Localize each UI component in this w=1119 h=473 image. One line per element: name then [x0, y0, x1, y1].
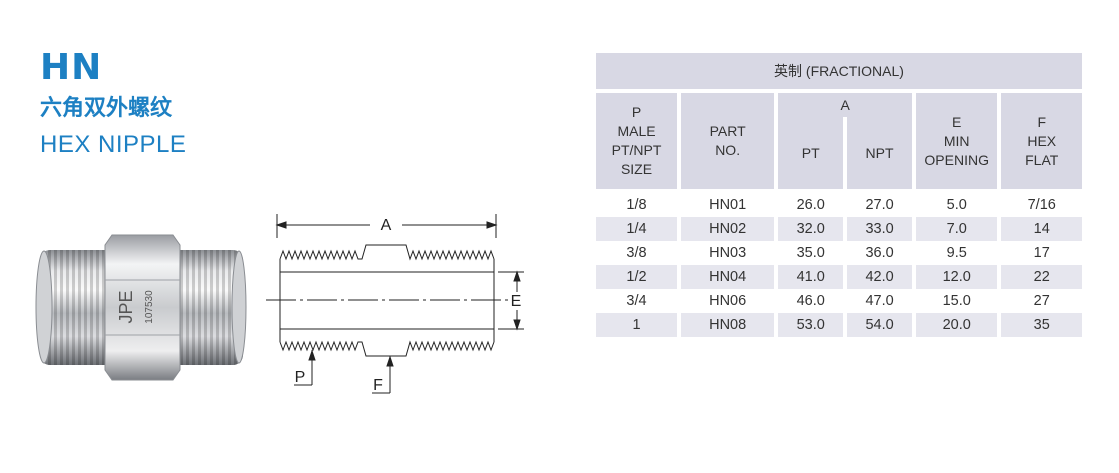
col-header-p: P MALE PT/NPT SIZE [596, 93, 678, 189]
hex-nipple-photo: JPE 107530 [35, 234, 247, 381]
table-row: 1 HN08 53.0 54.0 20.0 35 [596, 313, 1082, 337]
table-row: 1/4 HN02 32.0 33.0 7.0 14 [596, 217, 1082, 241]
photo-engraving-brand: JPE [116, 290, 136, 323]
photo-engraving-serial: 107530 [144, 290, 155, 324]
table-row: 1/8 HN01 26.0 27.0 5.0 7/16 [626, 197, 1056, 213]
drawing-label-e: E [511, 293, 522, 310]
col-header-e: E MIN OPENING [915, 93, 998, 189]
drawing-label-f: F [373, 377, 383, 394]
table-row: 1/2 HN04 41.0 42.0 12.0 22 [596, 265, 1082, 289]
dimension-drawing: A E P F [266, 214, 524, 394]
col-header-f: F HEX FLAT [1001, 93, 1082, 189]
col-header-a: A [778, 93, 912, 117]
drawing-label-a: A [381, 217, 392, 234]
table-row: 3/8 HN03 35.0 36.0 9.5 17 [626, 245, 1050, 261]
col-header-part-no: PART NO. [681, 93, 775, 189]
col-header-pt: PT [778, 117, 844, 189]
col-header-npt: NPT [847, 117, 912, 189]
product-title-block: HN 六角双外螺纹 HEX NIPPLE [40, 48, 186, 160]
product-code: HN [40, 47, 103, 88]
product-name-en: HEX NIPPLE [40, 131, 187, 158]
spec-table: 英制 (FRACTIONAL) P MALE PT/NPT SIZE PART … [592, 53, 1086, 337]
unit-header: 英制 (FRACTIONAL) [596, 53, 1082, 89]
drawing-label-p: P [295, 369, 306, 386]
table-row: 3/4 HN06 46.0 47.0 15.0 27 [626, 293, 1050, 309]
product-name-cn: 六角双外螺纹 [40, 96, 173, 121]
